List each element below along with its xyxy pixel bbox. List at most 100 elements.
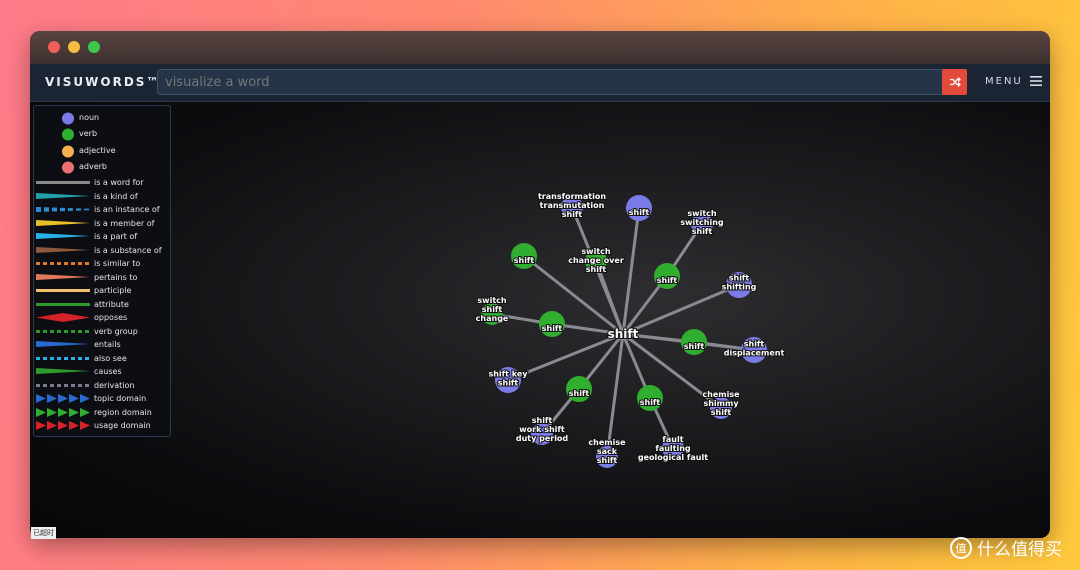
graph-node-circle[interactable] [495, 367, 521, 393]
hamburger-menu-icon[interactable] [1030, 75, 1042, 87]
legend-verb-swatch [62, 128, 74, 141]
shuffle-icon [949, 77, 961, 87]
graph-node-verb[interactable]: shift [637, 385, 663, 411]
legend-relation-label: attribute [94, 299, 129, 309]
graph-node-circle[interactable] [726, 272, 752, 298]
graph-node-verb[interactable]: shift [539, 311, 565, 337]
graph-node-label: switching [680, 218, 724, 227]
graph-node-circle[interactable] [539, 311, 565, 337]
graph-node-label: faulting [655, 444, 691, 453]
graph-node-label: shift [640, 398, 661, 407]
search-input[interactable] [157, 69, 967, 95]
graph-node-label: fault [662, 435, 683, 444]
legend-relation-label: is a kind of [94, 191, 138, 201]
graph-node-label: shift [562, 210, 583, 219]
legend-relation-verb-group: verb group [34, 325, 170, 338]
menu-label[interactable]: MENU [985, 76, 1023, 87]
graph-node-verb[interactable]: shift [511, 243, 537, 269]
graph-edge [621, 207, 641, 335]
graph-node-label: shift [532, 416, 553, 425]
graph-node-circle[interactable] [531, 423, 553, 445]
visuwords-logo[interactable]: VISUWORDS™ [45, 75, 161, 89]
graph-node-label: shift [586, 265, 607, 274]
maximize-window-button[interactable] [88, 41, 100, 53]
graph-node-label: work shift [519, 425, 565, 434]
legend-relation-label: region domain [94, 407, 152, 417]
graph-node-circle[interactable] [626, 195, 652, 221]
graph-node-label: sack [597, 447, 618, 456]
legend-relation-participle: participle [34, 284, 170, 297]
graph-node-label: displacement [724, 349, 785, 358]
graph-node-circle[interactable] [662, 437, 684, 459]
window-titlebar [30, 31, 1050, 64]
graph-edge [622, 332, 722, 410]
graph-node-circle[interactable] [481, 303, 503, 325]
brand-logo-icon: 值 [950, 536, 972, 559]
graph-node-label: shimmy [703, 399, 739, 408]
graph-node-circle[interactable] [710, 397, 732, 419]
graph-node-circle[interactable] [654, 263, 680, 289]
legend-relation-label: derivation [94, 380, 135, 390]
graph-node-circle[interactable] [691, 213, 713, 235]
legend-relation-is-a-member-of: is a member of [34, 217, 170, 230]
legend-relation-label: is a word for [94, 178, 144, 188]
graph-node-verb[interactable]: shift [654, 263, 680, 289]
brand-name: 什么值得买 [977, 540, 1062, 560]
graph-node-label: transformation [538, 192, 606, 201]
graph-center-word[interactable]: shift [607, 326, 640, 342]
graph-node-circle[interactable] [511, 243, 537, 269]
legend-relation-causes: causes [34, 365, 170, 378]
legend-relation-label: is an instance of [94, 205, 160, 215]
graph-node-label: chemise [588, 438, 626, 447]
graph-node-circle[interactable] [566, 376, 592, 402]
graph-node-noun[interactable]: shift [626, 195, 652, 221]
legend-node-verb: verb [34, 127, 170, 141]
graph-node-circle[interactable] [637, 385, 663, 411]
legend-adverb-swatch [62, 161, 74, 174]
graph-node-verb[interactable]: shift [566, 376, 592, 402]
legend-relation-also-see: also see [34, 352, 170, 365]
legend-relation-label: is a member of [94, 218, 155, 228]
graph-node-label: transmutation [540, 201, 605, 210]
close-window-button[interactable] [48, 41, 60, 53]
legend-node-label: adverb [79, 161, 108, 171]
legend-adjective-swatch [62, 145, 74, 158]
graph-node-label: shift [514, 256, 535, 265]
graph-node-circle[interactable] [561, 196, 583, 218]
graph-node-verb[interactable]: shift [681, 329, 707, 355]
legend-relation-label: causes [94, 367, 122, 377]
legend-relation-is-a-part-of: is a part of [34, 230, 170, 243]
graph-node-circle[interactable] [681, 329, 707, 355]
legend-node-label: verb [79, 129, 98, 139]
graph-node-circle[interactable] [585, 250, 607, 272]
legend-relation-is-a-kind-of: is a kind of [34, 190, 170, 203]
legend-relation-is-a-word-for: is a word for [34, 176, 170, 189]
legend-node-label: noun [79, 113, 100, 122]
graph-node-label: switch [477, 296, 506, 305]
legend-relation-label: is a substance of [94, 245, 162, 255]
legend-node-label: adjective [79, 145, 116, 155]
graph-node-circle[interactable] [596, 446, 618, 468]
graph-edge [523, 254, 624, 336]
random-word-button[interactable] [942, 69, 967, 95]
graph-node-circle[interactable] [741, 337, 767, 363]
minimize-window-button[interactable] [68, 41, 80, 53]
legend-relation-is-an-instance-of: is an instance of [34, 203, 170, 216]
legend-noun-swatch [62, 112, 74, 125]
legend-relation-is-a-substance-of: is a substance of [34, 244, 170, 257]
graph-node-label: duty period [516, 434, 569, 443]
graph-node-label: change over [568, 256, 624, 265]
